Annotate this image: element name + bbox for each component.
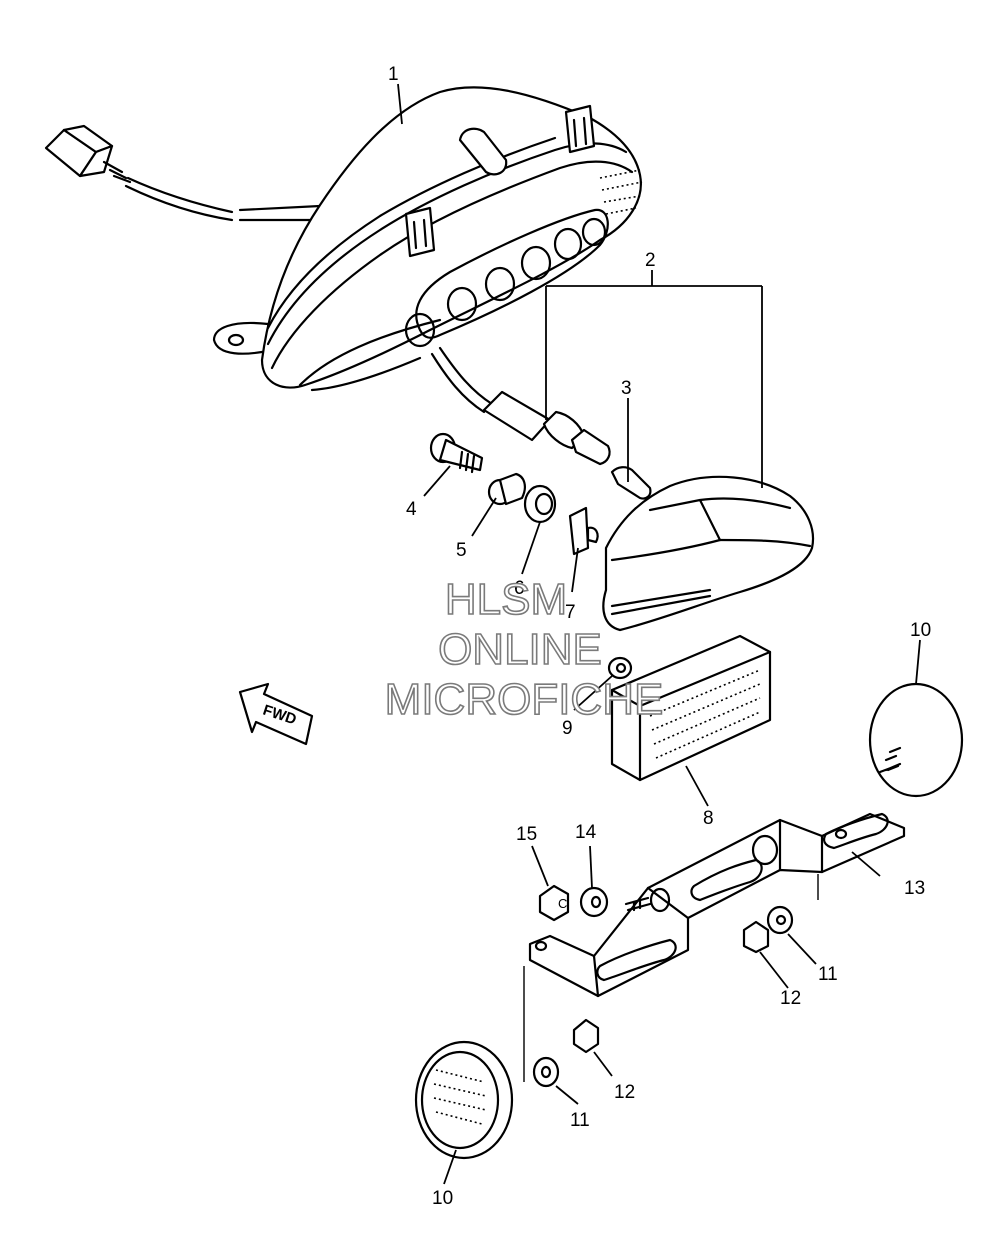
callout-10-right: 10 <box>910 620 931 641</box>
callout-7: 7 <box>565 602 576 623</box>
side-reflector-left <box>414 1040 514 1160</box>
watermark-line-3: MICROFICHE <box>385 675 664 724</box>
watermark-line-1: HLSM <box>445 575 567 624</box>
forward-direction-arrow: FWD <box>238 682 314 746</box>
callout-4: 4 <box>406 499 417 520</box>
fasteners: C <box>523 874 819 1088</box>
nut-9 <box>607 656 633 680</box>
callout-10-left: 10 <box>432 1188 453 1209</box>
callout-11-upper: 11 <box>818 964 838 985</box>
callout-14: 14 <box>575 822 597 843</box>
callout-6: 6 <box>514 578 525 599</box>
callout-5: 5 <box>456 540 467 561</box>
callout-12-upper: 12 <box>780 988 801 1009</box>
callout-numbers: 1 2 3 4 5 6 7 9 8 10 13 15 14 11 12 11 1… <box>388 64 931 1209</box>
reflector <box>610 634 772 782</box>
callout-1: 1 <box>388 64 399 85</box>
callout-12-lower: 12 <box>614 1082 635 1103</box>
mounting-hardware <box>429 432 599 556</box>
leader-lines <box>397 83 921 1185</box>
side-reflector-right <box>868 682 964 798</box>
watermark: HLSM ONLINE MICROFICHE <box>384 574 664 725</box>
callout-3: 3 <box>621 378 632 399</box>
lamp-lens <box>602 475 815 632</box>
tail-lamp-housing <box>44 86 643 414</box>
callout-11-lower: 11 <box>570 1110 590 1131</box>
callout-9: 9 <box>562 718 573 739</box>
bulb-socket-assembly <box>482 390 652 500</box>
callout-2: 2 <box>645 250 656 271</box>
callout-13: 13 <box>904 878 925 899</box>
svg-text:C: C <box>558 896 567 911</box>
callout-8: 8 <box>703 808 714 829</box>
callout-15: 15 <box>516 824 537 845</box>
watermark-line-2: ONLINE <box>438 625 602 674</box>
license-bracket <box>528 762 906 998</box>
